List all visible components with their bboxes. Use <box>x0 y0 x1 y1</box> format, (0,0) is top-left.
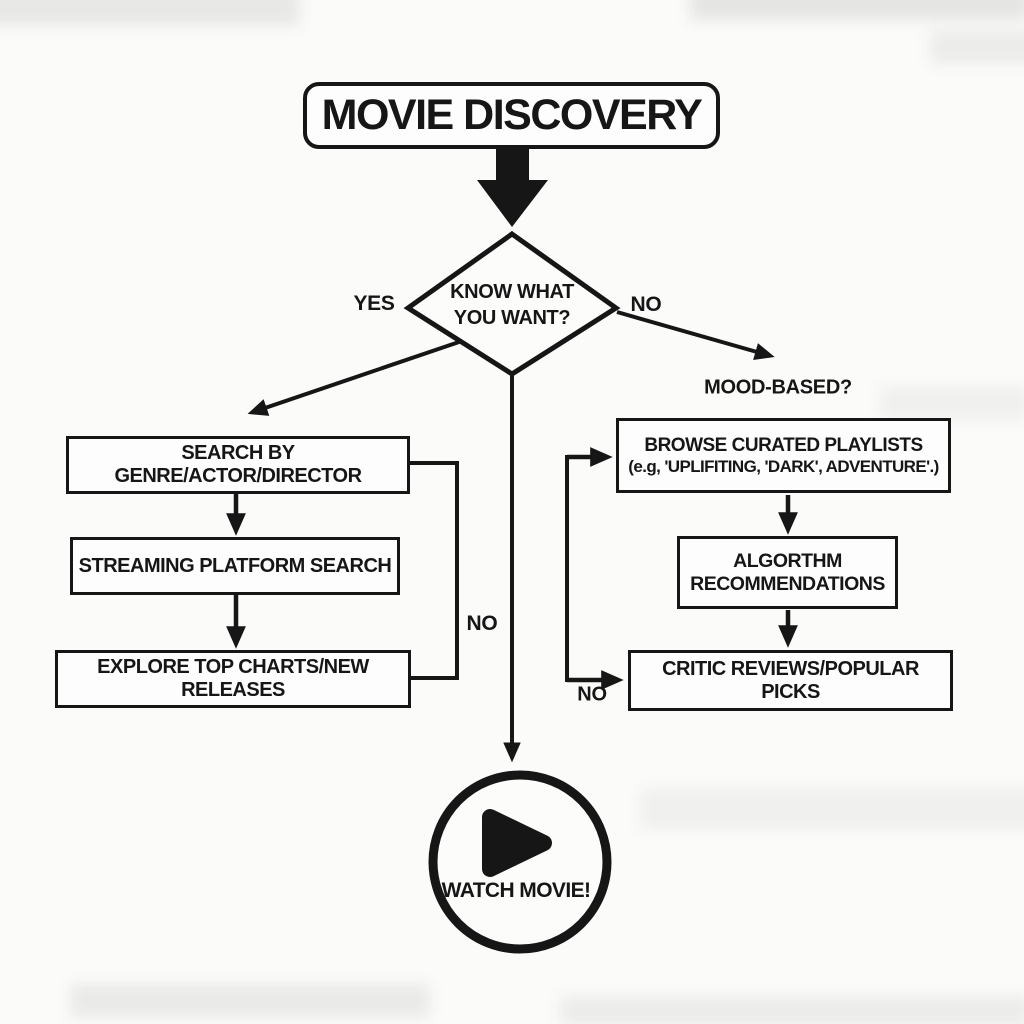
edge-label-no: NO <box>630 293 662 316</box>
node-algorithm-recommendations: ALGORTHM RECOMMENDATIONS <box>677 536 898 609</box>
edge-label-yes: YES <box>353 292 395 315</box>
node-label: STREAMING PLATFORM SEARCH <box>78 554 392 577</box>
edge-label-left-loop-no: NO <box>466 612 498 635</box>
watch-movie-label: WATCH MOVIE! <box>441 879 591 902</box>
node-label: SEARCH BY GENRE/ACTOR/DIRECTOR <box>114 442 362 487</box>
node-sublabel: (e.g, 'UPLIFITING, 'DARK', ADVENTURE'.) <box>628 456 939 476</box>
node-streaming-platform-search: STREAMING PLATFORM SEARCH <box>70 537 400 595</box>
node-critic-reviews: CRITIC REVIEWS/POPULAR PICKS <box>628 650 953 711</box>
node-label: RECOMMENDATIONS <box>690 572 885 595</box>
decision-line1: KNOW WHAT <box>450 281 574 303</box>
node-label: CRITIC REVIEWS/POPULAR PICKS <box>662 657 919 703</box>
decision-diamond-label: KNOW WHAT YOU WANT? <box>450 279 574 331</box>
page-title: MOVIE DISCOVERY <box>321 90 703 139</box>
node-browse-curated-playlists: BROWSE CURATED PLAYLISTS (e.g, 'UPLIFITI… <box>616 418 951 493</box>
node-label: EXPLORE TOP CHARTS/NEW RELEASES <box>97 656 369 701</box>
title-down-arrow <box>477 147 548 227</box>
edge-yes-branch <box>247 340 460 416</box>
edge-label-right-loop-no: NO <box>577 683 607 706</box>
node-search-by-genre: SEARCH BY GENRE/ACTOR/DIRECTOR <box>66 436 410 494</box>
node-explore-top-charts: EXPLORE TOP CHARTS/NEW RELEASES <box>55 650 411 708</box>
node-label: BROWSE CURATED PLAYLISTS <box>644 434 923 456</box>
title-box: MOVIE DISCOVERY <box>303 82 720 149</box>
decision-diamond-shape <box>403 230 621 377</box>
edge-label-mood-based: MOOD-BASED? <box>704 376 852 399</box>
edge-left-loop <box>409 461 459 680</box>
node-label: ALGORTHM <box>733 550 842 573</box>
decision-line2: YOU WANT? <box>453 307 571 329</box>
edge-no-branch <box>616 310 775 361</box>
play-icon <box>482 809 552 877</box>
